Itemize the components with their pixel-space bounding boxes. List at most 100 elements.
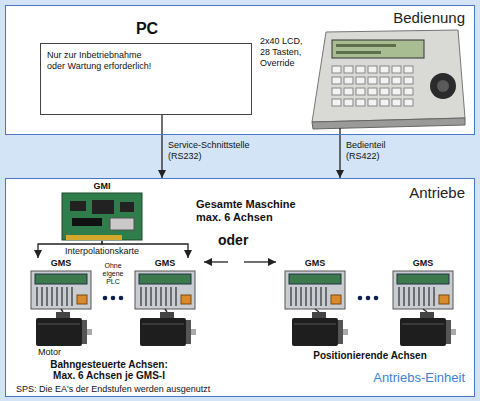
- drive-unit: [393, 271, 453, 309]
- key-grid: [392, 77, 401, 84]
- panel-ground: [5, 5, 475, 135]
- continuation-dots: [111, 296, 116, 301]
- motor-symbol: [343, 329, 348, 335]
- text-slot: Bedienteil (RS422): [345, 140, 405, 162]
- interpolation-card-illustration: [70, 201, 86, 211]
- drive-unit: [77, 295, 87, 304]
- edge-label: Bedienteil (RS422): [345, 140, 405, 162]
- control-unit-illustration: [336, 51, 381, 54]
- key-grid: [368, 88, 377, 95]
- note-label: oder: [218, 232, 248, 249]
- key-grid: [368, 77, 377, 84]
- motor-symbol: [140, 318, 186, 346]
- drive-unit: [305, 287, 307, 306]
- drive-unit: [71, 287, 73, 306]
- drive-unit: [289, 274, 341, 284]
- drive-unit: [181, 295, 191, 304]
- text-slot: Service-Schnittstelle (RS232): [167, 140, 263, 162]
- connector: [161, 115, 162, 178]
- drive-amplifier: GMS: [28, 258, 94, 310]
- control-unit-illustration: [430, 73, 456, 99]
- motor-symbol: [87, 329, 92, 335]
- text-slot: PC: [41, 19, 253, 39]
- motor-symbol: [292, 318, 338, 346]
- key-grid: [380, 88, 389, 95]
- node-title: GMS: [28, 258, 94, 269]
- text-slot: Interpolationskarte: [58, 246, 146, 256]
- node-title: GMS: [282, 258, 348, 269]
- node-title: GMS: [132, 258, 198, 269]
- key-grid: [392, 88, 401, 95]
- text-slot: GMS: [390, 258, 456, 269]
- motor-symbol: [312, 312, 326, 319]
- text-slot: GMI: [62, 181, 142, 192]
- node-text: Interpolationskarte: [58, 246, 146, 256]
- drive-unit: [160, 287, 162, 306]
- motor-symbol: [338, 320, 343, 344]
- note-label: Bahngesteuerte Achsen: Max. 6 Achsen je …: [42, 359, 176, 381]
- text-slot: Antriebe: [409, 184, 465, 202]
- control-panel-device: 2x40 LCD, 28 Tasten, Override: [310, 30, 465, 128]
- panel-ground: [5, 5, 475, 397]
- key-grid: [392, 66, 401, 73]
- drive-illustration: [31, 271, 456, 346]
- drive-unit: [66, 287, 68, 306]
- drive-unit: [331, 295, 341, 304]
- text-slot: oder: [218, 232, 248, 249]
- key-grid: [392, 99, 401, 106]
- drive-amplifier: GMS: [390, 258, 456, 310]
- interpolation-card: GMIInterpolationskarte: [62, 181, 142, 241]
- motor-symbol: [56, 312, 70, 319]
- key-grid: [332, 66, 341, 73]
- drive-unit: [290, 287, 292, 306]
- key-grid: [356, 99, 365, 106]
- motor-symbol: [420, 312, 434, 319]
- control-unit-illustration: [312, 30, 465, 129]
- drive-unit: [285, 271, 345, 309]
- drive-unit: [31, 271, 91, 312]
- drive-unit: [408, 287, 410, 306]
- edge-label: Service-Schnittstelle (RS232): [167, 140, 263, 162]
- pc-box: PCNur zur Inbetriebnahme oder Wartung er…: [40, 43, 252, 115]
- node-text: Antriebs-Einheit: [373, 370, 465, 386]
- key-grid: [380, 99, 389, 106]
- drive-amplifier: GMS: [282, 258, 348, 310]
- drive-unit: [31, 271, 91, 309]
- text-slot: 2x40 LCD, 28 Tasten, Override: [260, 36, 306, 69]
- motor-symbol: [400, 318, 446, 346]
- key-grid: [332, 88, 341, 95]
- drive-unit: [139, 274, 191, 284]
- drive-unit: [175, 287, 177, 306]
- motor-symbol: [36, 318, 82, 346]
- direction-arrows: [204, 261, 228, 262]
- control-unit-illustration: [437, 80, 449, 92]
- motor-symbol: [400, 312, 456, 346]
- motor-symbol: [36, 312, 92, 346]
- drive-unit: [413, 287, 415, 306]
- direction-arrows: [244, 261, 276, 262]
- key-grid: [404, 77, 413, 84]
- continuation-dots: [358, 296, 363, 301]
- drive-unit: [433, 287, 435, 306]
- text-slot: GMS: [28, 258, 94, 269]
- continuation-dots: [374, 296, 379, 301]
- control-unit-illustration: [312, 30, 465, 122]
- text-slot: Positionierende Achsen: [308, 350, 432, 362]
- direction-arrows: [204, 261, 276, 262]
- continuation-dots: [103, 296, 108, 301]
- motor-symbol: [160, 312, 174, 319]
- text-slot: Nur zur Inbetriebnahme oder Wartung erfo…: [47, 50, 159, 72]
- key-grid: [344, 88, 353, 95]
- key-grid: [380, 66, 389, 73]
- drive-unit: [56, 287, 58, 306]
- drive-unit: [165, 309, 167, 312]
- key-grid: [368, 99, 377, 106]
- key-grid: [356, 66, 365, 73]
- note-label: Ohne eigene PLC: [96, 262, 130, 286]
- connector: [339, 128, 340, 178]
- drive-unit: [135, 271, 195, 312]
- control-unit-illustration: [332, 40, 424, 58]
- control-unit-illustration: [312, 118, 465, 129]
- drive-unit: [439, 295, 449, 304]
